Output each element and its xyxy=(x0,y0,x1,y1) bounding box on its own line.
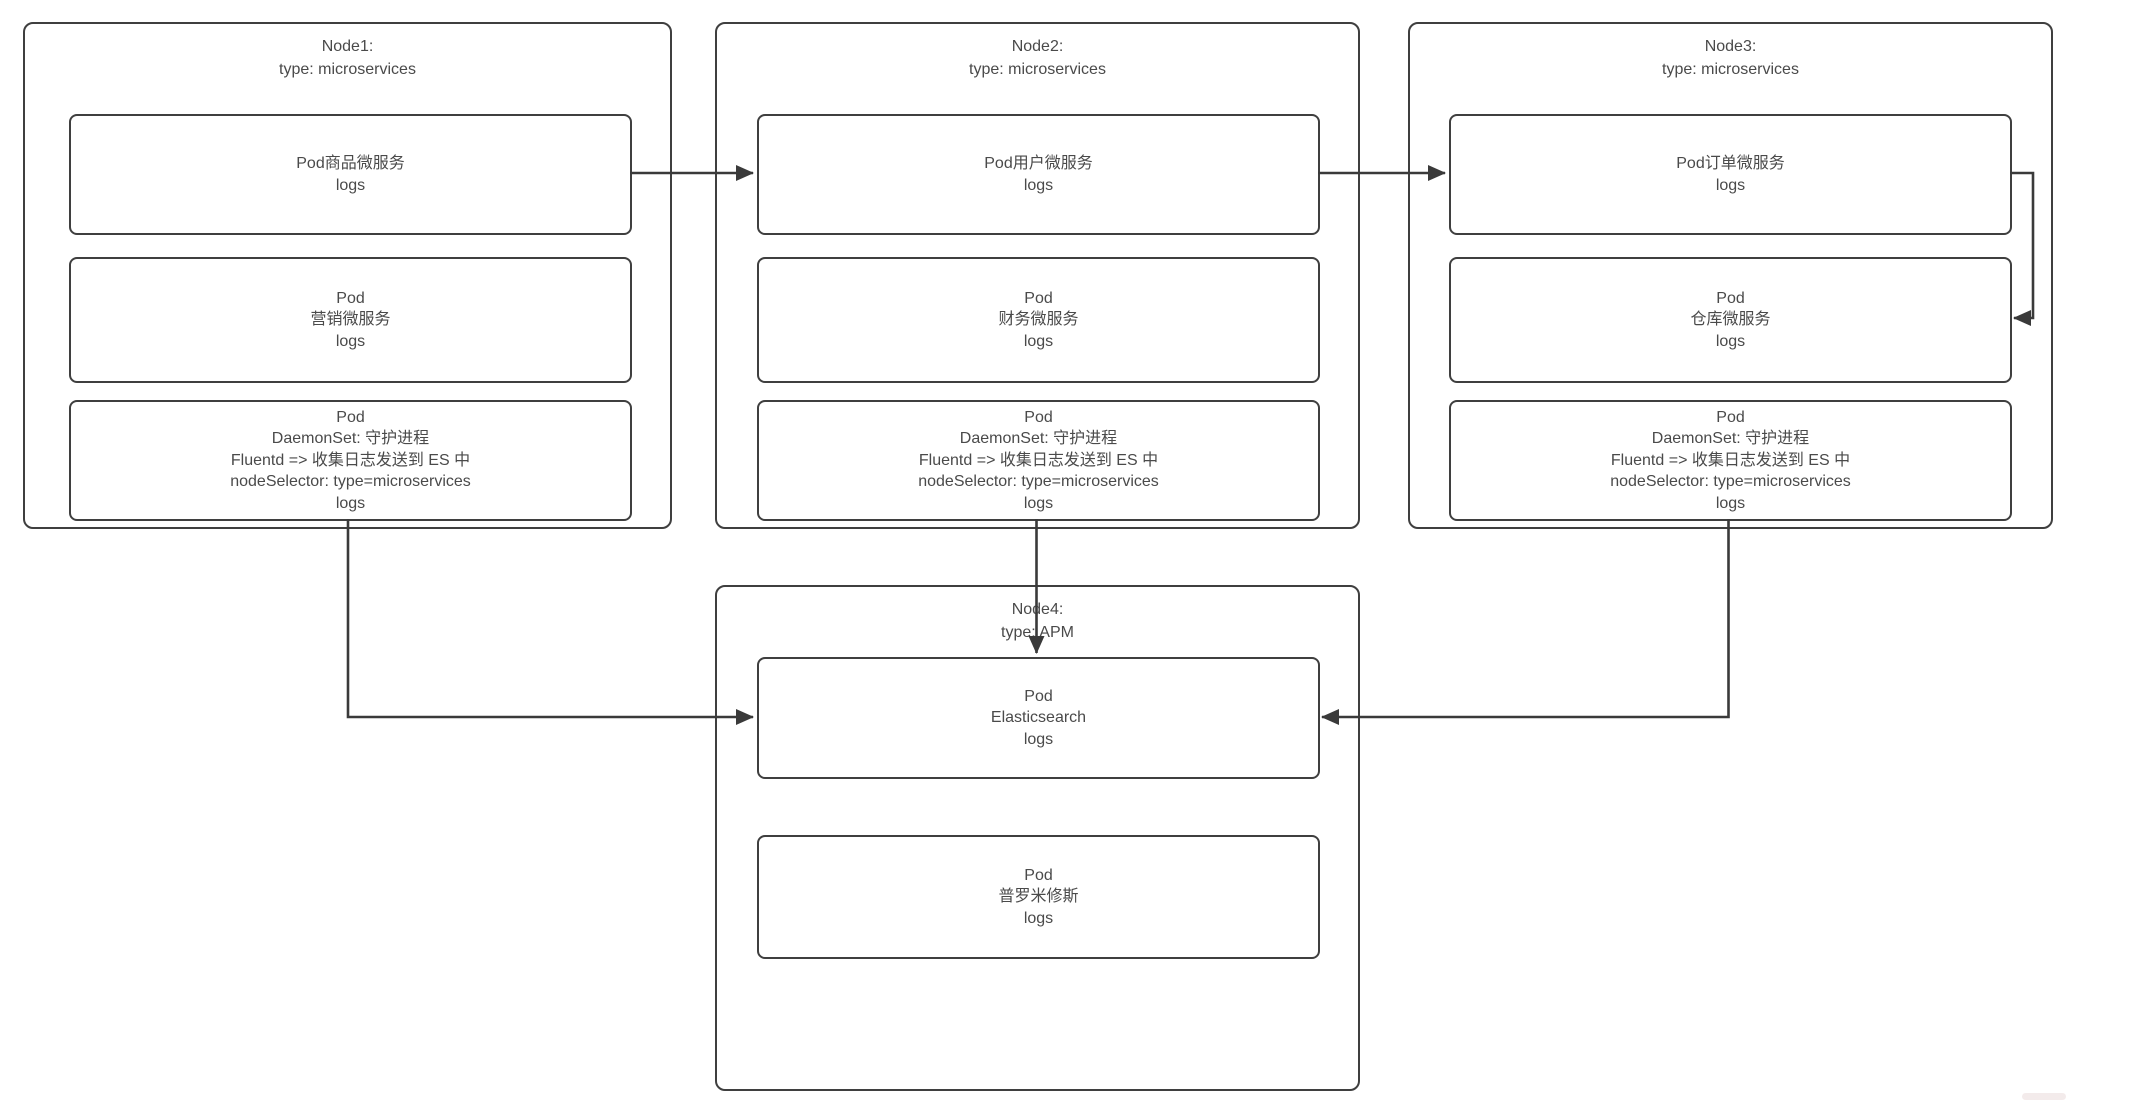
pod-label: logs xyxy=(1023,332,1054,350)
pod-label: 财务微服务 xyxy=(998,311,1079,329)
pod-label: DaemonSet: 守护进程 xyxy=(1651,430,1810,448)
node1-title-name: Node1: xyxy=(321,38,374,55)
node4-pod-prometheus: Pod 普罗米修斯 logs xyxy=(757,835,1320,959)
pod-label: DaemonSet: 守护进程 xyxy=(959,430,1118,448)
pod-label: logs xyxy=(1715,176,1746,194)
pod-label: nodeSelector: type=microservices xyxy=(1610,473,1851,491)
pod-label: Pod xyxy=(336,289,365,307)
node1-box: Node1: type: microservices Pod商品微服务 logs… xyxy=(23,22,672,529)
pod-label: logs xyxy=(1023,909,1054,927)
pod-label: Pod xyxy=(1024,408,1053,426)
node1-pod-marketing: Pod 营销微服务 logs xyxy=(69,257,632,383)
pod-label: logs xyxy=(1023,730,1054,748)
node2-box: Node2: type: microservices Pod用户微服务 logs… xyxy=(715,22,1360,529)
pod-label: logs xyxy=(1023,176,1054,194)
node2-title: Node2: type: microservices xyxy=(717,35,1358,81)
node2-pod-user: Pod用户微服务 logs xyxy=(757,114,1320,235)
node2-pod-finance: Pod 财务微服务 logs xyxy=(757,257,1320,383)
pod-label: Pod xyxy=(1716,289,1745,307)
pod-label: logs xyxy=(1715,494,1746,512)
bottom-right-artifact xyxy=(2022,1093,2066,1100)
pod-label: nodeSelector: type=microservices xyxy=(230,473,471,491)
node1-pod-product: Pod商品微服务 logs xyxy=(69,114,632,235)
node3-pod-order: Pod订单微服务 logs xyxy=(1449,114,2012,235)
arrow-node1daemonset-to-elasticsearch xyxy=(346,519,754,725)
node4-title-type: type: APM xyxy=(1001,624,1074,641)
arrow-node3daemonset-to-elasticsearch xyxy=(1321,519,1730,725)
node2-pod-daemonset: Pod DaemonSet: 守护进程 Fluentd => 收集日志发送到 E… xyxy=(757,400,1320,521)
node3-title-name: Node3: xyxy=(1704,38,1757,55)
pod-label: nodeSelector: type=microservices xyxy=(918,473,1159,491)
pod-label: 营销微服务 xyxy=(310,311,391,329)
node1-title: Node1: type: microservices xyxy=(25,35,670,81)
node4-pod-elasticsearch: Pod Elasticsearch logs xyxy=(757,657,1320,779)
node2-title-name: Node2: xyxy=(1011,38,1064,55)
node3-title: Node3: type: microservices xyxy=(1410,35,2051,81)
pod-label: logs xyxy=(335,494,366,512)
pod-label: Elasticsearch xyxy=(990,709,1087,727)
pod-label: Fluentd => 收集日志发送到 ES 中 xyxy=(230,451,471,469)
node1-pod-daemonset: Pod DaemonSet: 守护进程 Fluentd => 收集日志发送到 E… xyxy=(69,400,632,521)
node3-box: Node3: type: microservices Pod订单微服务 logs… xyxy=(1408,22,2053,529)
pod-label: logs xyxy=(335,176,366,194)
pod-label: Pod xyxy=(1716,408,1745,426)
pod-label: logs xyxy=(335,332,366,350)
pod-label: logs xyxy=(1715,332,1746,350)
pod-label: Pod xyxy=(1024,687,1053,705)
pod-label: 仓库微服务 xyxy=(1690,311,1771,329)
pod-label: Pod用户微服务 xyxy=(984,155,1093,172)
pod-label: Pod订单微服务 xyxy=(1676,155,1785,172)
node4-box: Node4: type: APM Pod Elasticsearch logs … xyxy=(715,585,1360,1091)
pod-label: Fluentd => 收集日志发送到 ES 中 xyxy=(918,451,1159,469)
node2-title-type: type: microservices xyxy=(969,61,1106,78)
node3-pod-daemonset: Pod DaemonSet: 守护进程 Fluentd => 收集日志发送到 E… xyxy=(1449,400,2012,521)
pod-label: logs xyxy=(1023,494,1054,512)
pod-label: 普罗米修斯 xyxy=(998,888,1079,906)
pod-label: Pod商品微服务 xyxy=(296,155,405,172)
node3-title-type: type: microservices xyxy=(1662,61,1799,78)
pod-label: Pod xyxy=(336,408,365,426)
pod-label: Pod xyxy=(1024,866,1053,884)
node4-title: Node4: type: APM xyxy=(717,598,1358,644)
pod-label: Pod xyxy=(1024,289,1053,307)
pod-label: DaemonSet: 守护进程 xyxy=(271,430,430,448)
node3-pod-warehouse: Pod 仓库微服务 logs xyxy=(1449,257,2012,383)
pod-label: Fluentd => 收集日志发送到 ES 中 xyxy=(1610,451,1851,469)
node1-title-type: type: microservices xyxy=(279,61,416,78)
node4-title-name: Node4: xyxy=(1011,601,1064,618)
